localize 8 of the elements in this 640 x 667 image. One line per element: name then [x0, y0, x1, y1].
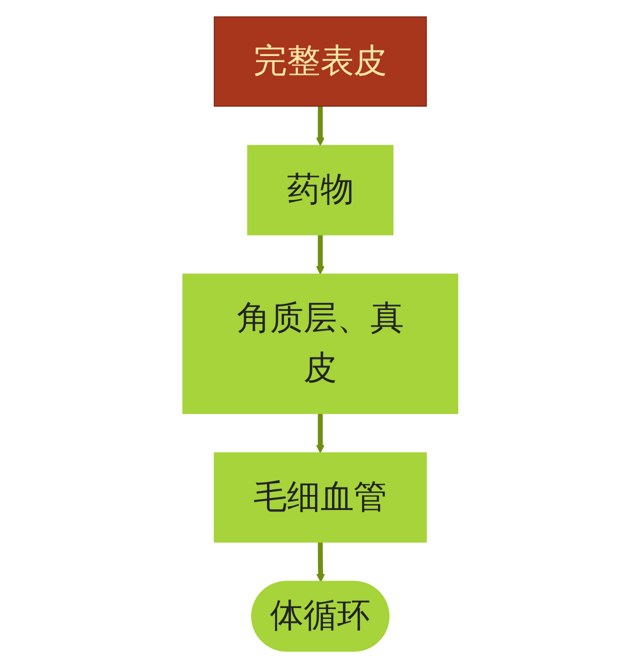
arrow	[316, 234, 324, 274]
arrow	[316, 413, 324, 453]
node-box: 毛细血管	[213, 452, 427, 542]
node-box: 药物	[246, 144, 394, 235]
node-box: 角质层、真皮	[182, 273, 458, 414]
arrow	[316, 542, 325, 582]
node-box: 完整表皮	[213, 16, 427, 106]
arrow	[316, 106, 324, 146]
